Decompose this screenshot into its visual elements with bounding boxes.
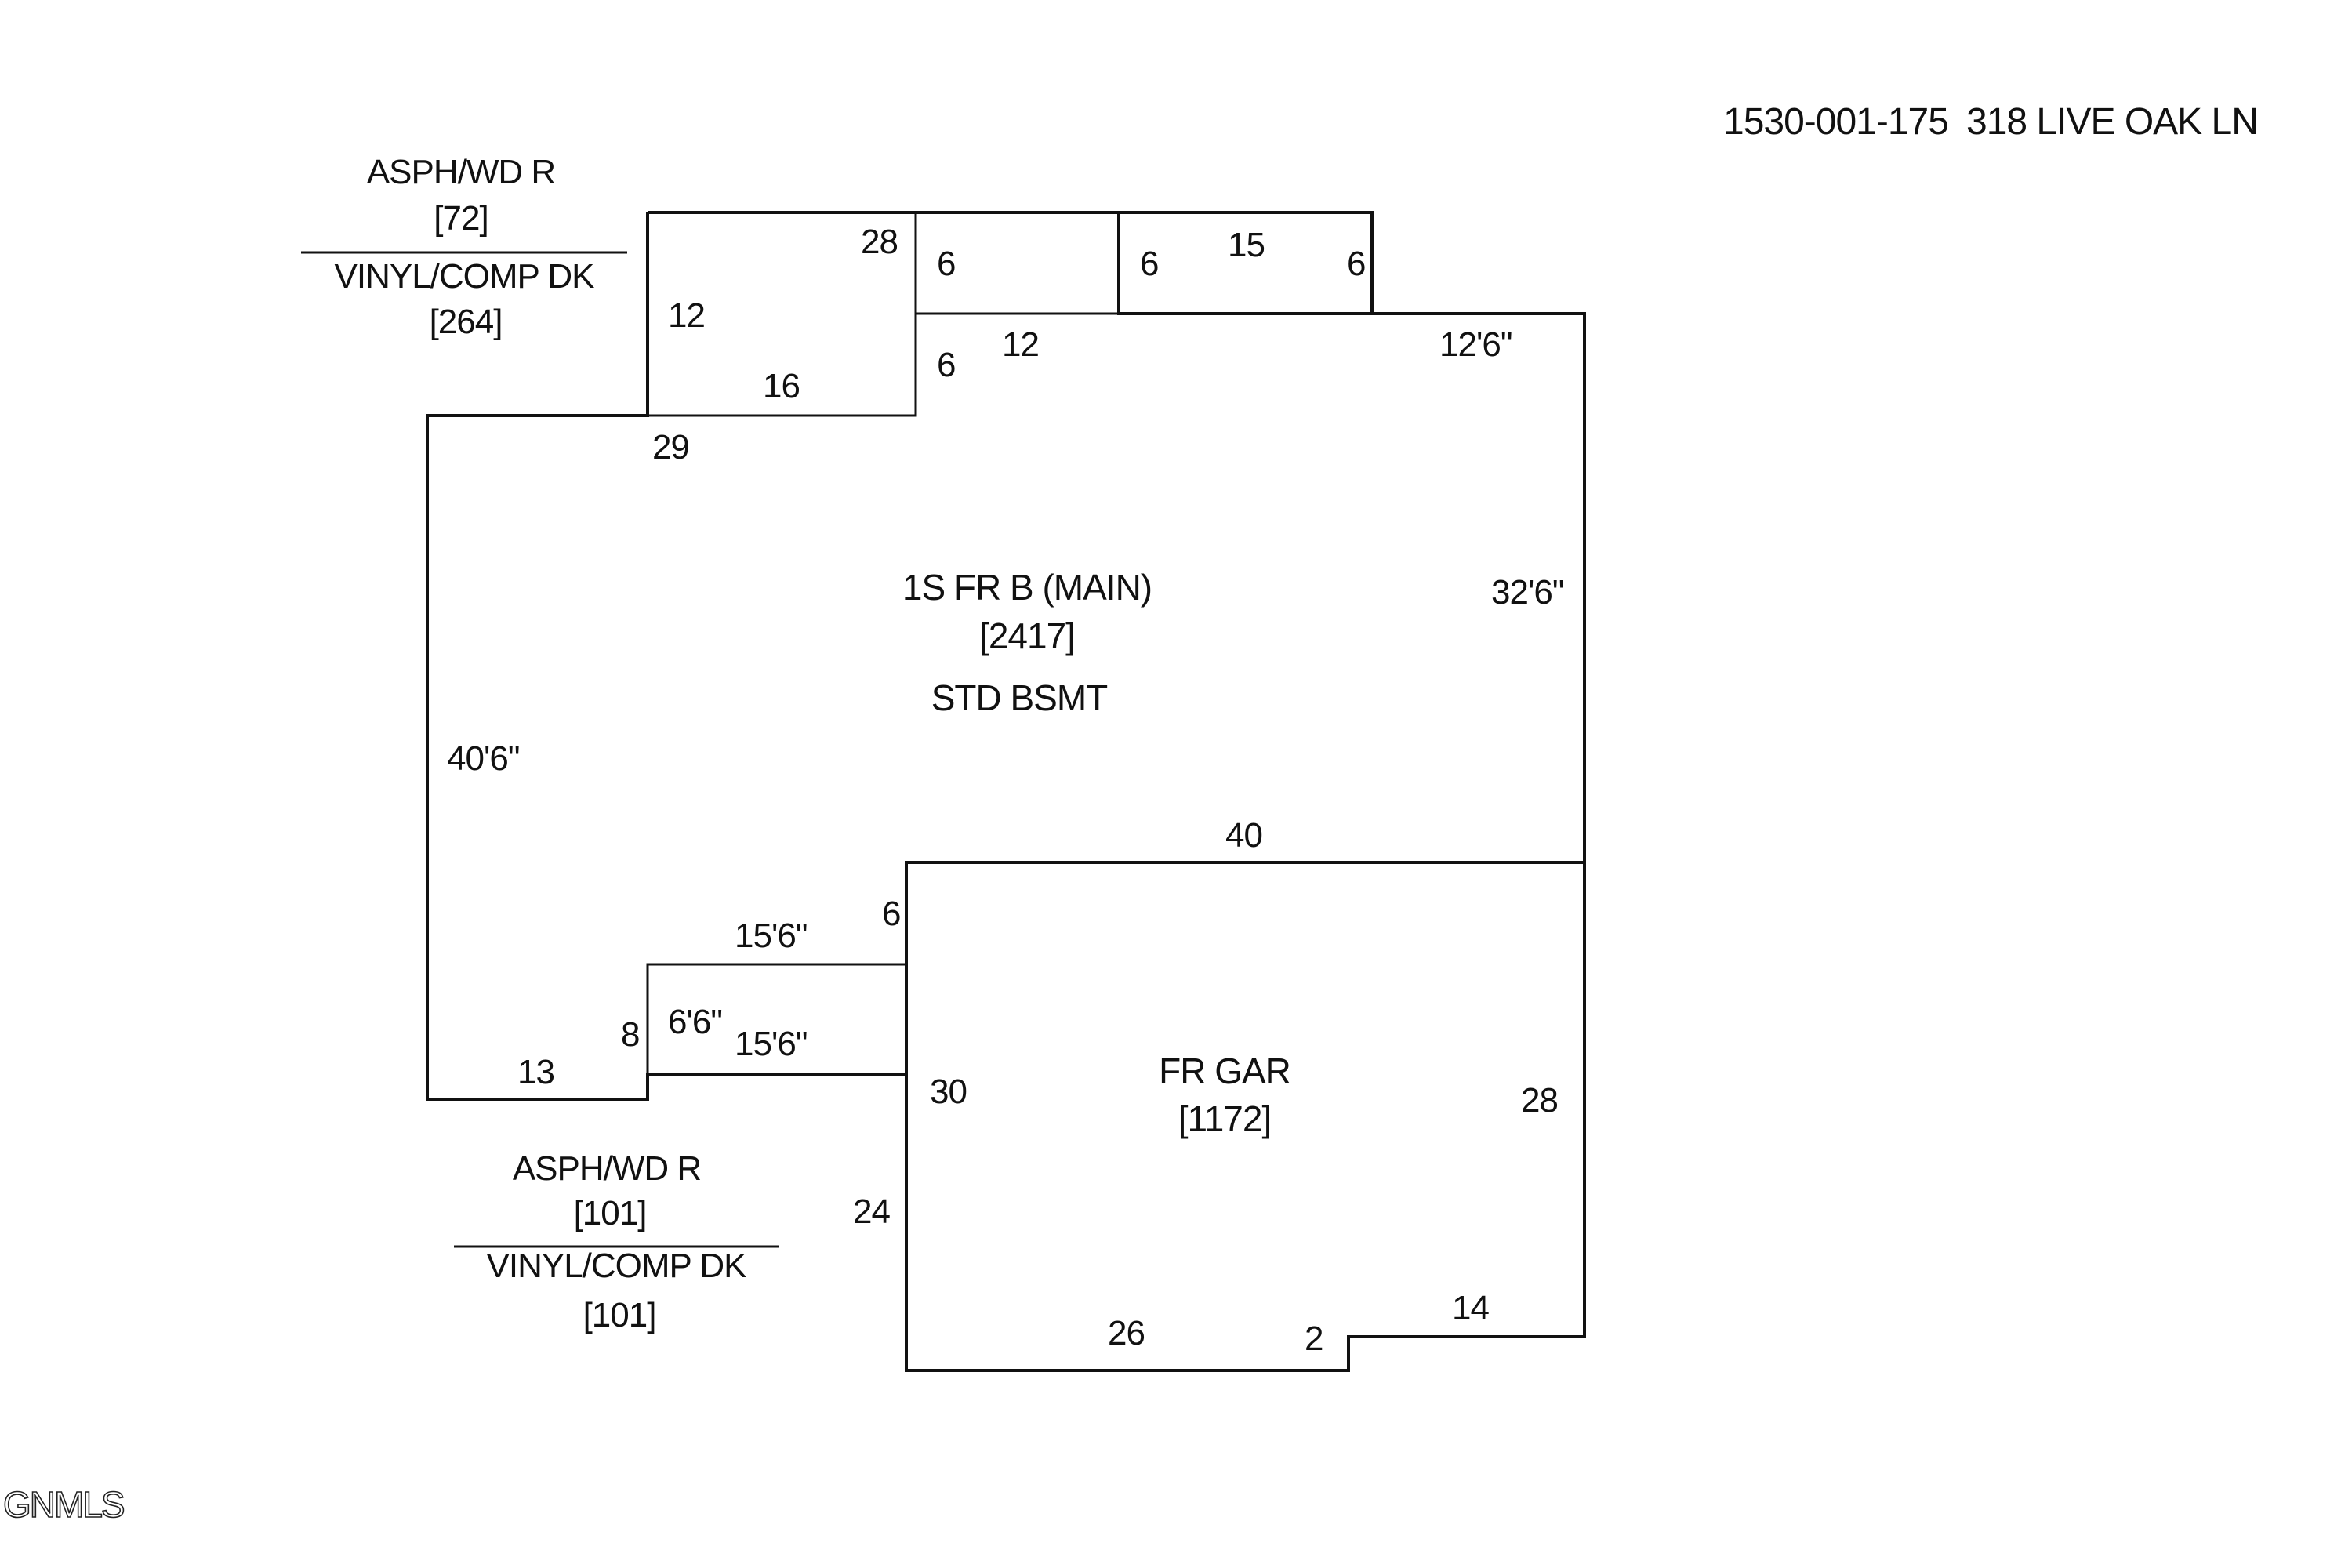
parcel-id: 1530-001-175 [1723, 101, 1948, 143]
dim-main-right: 32'6" [1491, 573, 1563, 612]
main-basement: STD BSMT [931, 677, 1108, 718]
front-deck-sqft: [101] [583, 1296, 656, 1334]
dim-main-top-mid: 15 [1228, 226, 1265, 264]
garage-outline [905, 861, 1586, 1372]
dim-main-top-left: 29 [652, 428, 689, 466]
main-area-name: 1S FR B (MAIN) [902, 567, 1152, 608]
dim-garage-right: 28 [1521, 1081, 1558, 1120]
dim-main-bottom-left: 13 [517, 1053, 554, 1091]
dim-main-top-right: 12'6" [1439, 325, 1512, 364]
dim-garage-left-upper: 30 [930, 1073, 967, 1111]
front-roof-name: ASPH/WD R [513, 1149, 701, 1188]
dim-main-left: 40'6" [447, 739, 519, 778]
rear-roof-sqft: [72] [434, 199, 488, 238]
main-area-sqft: [2417] [979, 615, 1075, 656]
rear-deck-sqft: [264] [430, 303, 503, 341]
dim-porch-top: 15'6" [735, 916, 807, 955]
garage-area-name: FR GAR [1159, 1051, 1290, 1091]
dim-garage-bottom: 26 [1108, 1314, 1145, 1352]
bump-out-outline [916, 212, 1120, 315]
dim-garage-left-lower: 24 [853, 1192, 890, 1231]
property-address: 318 LIVE OAK LN [1966, 101, 2258, 143]
rear-deck-divider [648, 212, 917, 417]
dim-garage-step: 2 [1305, 1319, 1323, 1358]
dim-garage-bottom-right: 14 [1452, 1289, 1489, 1327]
dim-deck-bottom: 16 [763, 367, 800, 405]
garage-area-sqft: [1172] [1178, 1098, 1271, 1139]
dim-porch-right-upper: 6 [882, 895, 900, 933]
rear-top-edge [1119, 211, 1374, 314]
dim-bump-left-bottom: 6 [937, 346, 955, 384]
dim-porch-left: 6'6" [668, 1003, 722, 1041]
gnmls-watermark: GNMLS [3, 1484, 124, 1525]
dim-porch-bottom: 15'6" [735, 1025, 807, 1063]
dim-main-step: 6 [1347, 245, 1365, 283]
front-porch-outline [646, 963, 906, 1074]
rear-roof-name: ASPH/WD R [367, 153, 555, 191]
dim-bump-right: 6 [1140, 245, 1158, 283]
rear-deck-name: VINYL/COMP DK [335, 257, 595, 296]
dim-bump-left-top: 6 [937, 245, 955, 283]
dim-deck-left: 12 [668, 296, 705, 335]
front-roof-sqft: [101] [574, 1194, 647, 1232]
dim-porch-left-outer: 8 [621, 1015, 639, 1054]
front-deck-name: VINYL/COMP DK [487, 1247, 747, 1285]
dim-main-garage-edge: 40 [1225, 816, 1262, 855]
dim-bump-bottom: 12 [1002, 325, 1039, 364]
dim-deck-top: 28 [861, 223, 898, 261]
